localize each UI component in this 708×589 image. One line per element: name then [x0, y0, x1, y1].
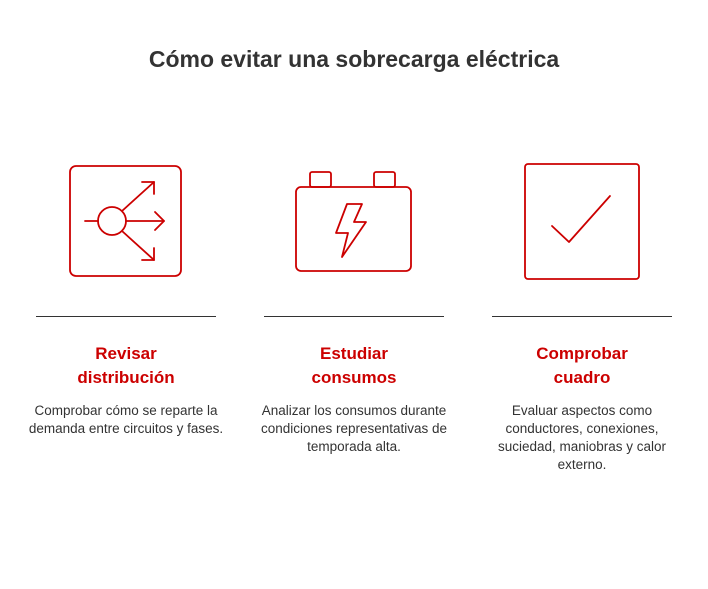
step-description: Comprobar cómo se reparte la demanda ent…	[28, 403, 224, 436]
distribution-arrows-icon	[36, 160, 216, 285]
step-title-line2: cuadro	[553, 368, 611, 387]
divider	[264, 316, 444, 317]
divider	[492, 316, 672, 317]
step-description: Analizar los consumos durante condicione…	[260, 403, 448, 454]
step-title-line1: Estudiar	[319, 344, 389, 363]
step-title: Estudiar consumos	[254, 342, 454, 390]
battery-lightning-icon	[264, 160, 444, 285]
step-title: Comprobar cuadro	[482, 342, 682, 390]
step-title-line1: Revisar	[95, 344, 157, 363]
checkmark-box-icon	[492, 160, 672, 285]
step-title-line2: consumos	[311, 368, 397, 387]
step-description: Evaluar aspectos como conductores, conex…	[497, 403, 667, 472]
step-title-line2: distribución	[77, 368, 175, 387]
step-title-line1: Comprobar	[536, 344, 628, 363]
page-title: Cómo evitar una sobrecarga eléctrica	[148, 46, 560, 72]
divider	[36, 316, 216, 317]
step-title: Revisar distribución	[26, 342, 226, 390]
